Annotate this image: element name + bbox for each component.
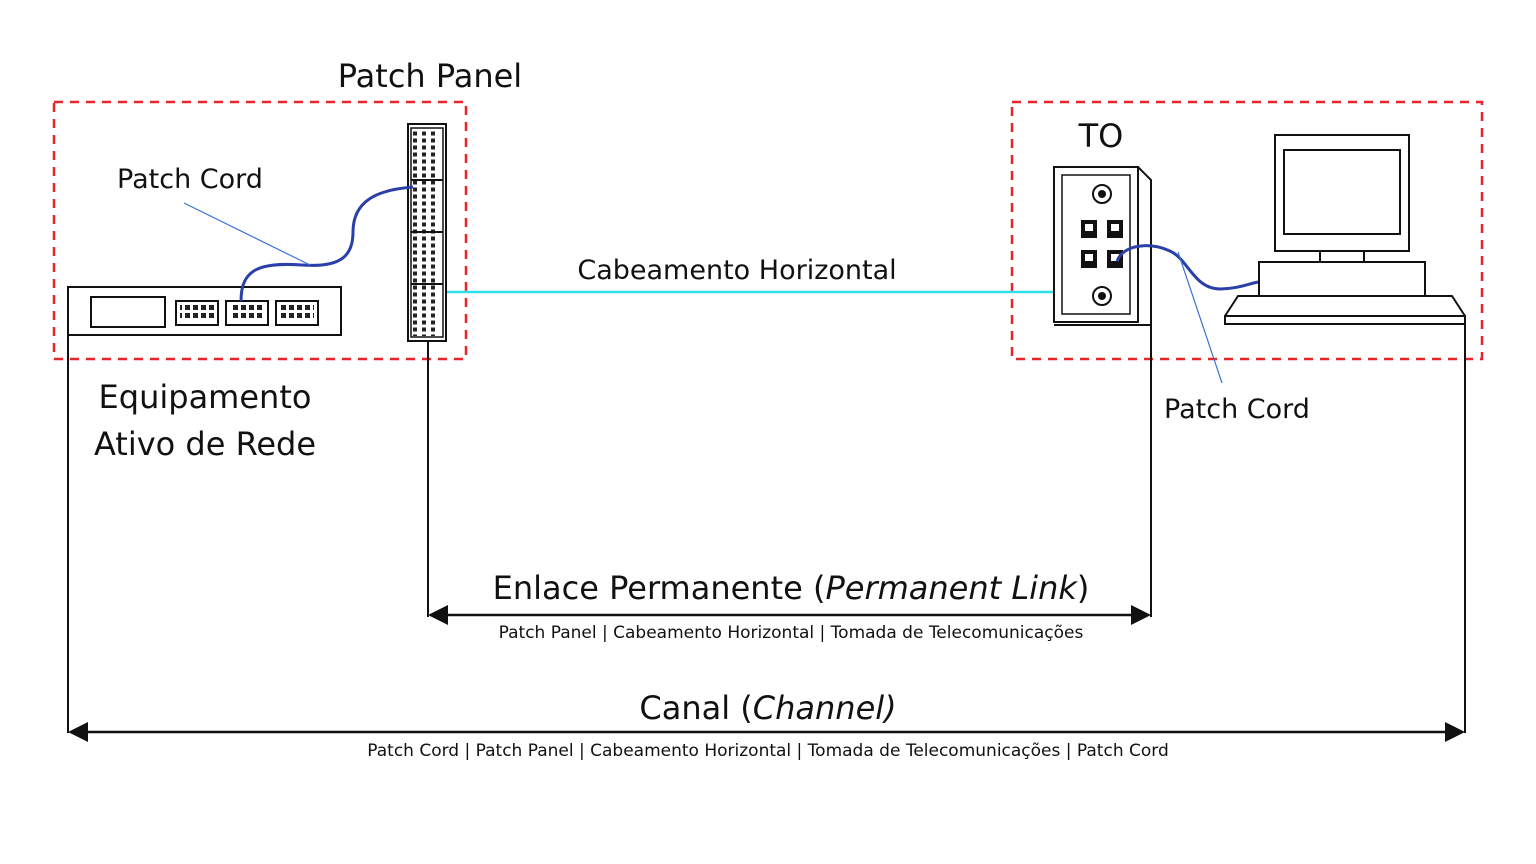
permanent-link-title-main: Enlace Permanente ( (493, 569, 826, 607)
channel-title-italic: Channel) (753, 689, 897, 727)
channel-components: Patch Cord | Patch Panel | Cabeamento Ho… (367, 741, 1169, 761)
switch-port-group (175, 300, 219, 326)
patch-panel-icon (407, 123, 447, 342)
equipment-label-line1: Equipamento (99, 378, 312, 416)
right-boundary-box (1010, 100, 1484, 361)
equipment-label-line2: Ativo de Rede (94, 425, 316, 463)
to-label: TO (1078, 117, 1124, 155)
patch-cord-right (1115, 244, 1259, 291)
channel-title: Canal (Channel) (639, 689, 896, 727)
permanent-link-title-italic: Permanent Link (825, 569, 1078, 607)
permanent-link-arrowhead-left (428, 605, 448, 625)
outlet-jack (1107, 250, 1123, 268)
switch-icon (67, 286, 342, 336)
patch-cord-left-leader (183, 202, 311, 266)
telecom-outlet-icon (1053, 166, 1152, 326)
outlet-jack (1107, 220, 1123, 238)
permanent-link-title-close: ) (1077, 569, 1089, 607)
horizontal-cabling-label: Cabeamento Horizontal (577, 255, 896, 286)
computer-icon (1224, 134, 1466, 325)
permanent-link-title: Enlace Permanente (Permanent Link) (493, 569, 1090, 607)
permanent-link-components: Patch Panel | Cabeamento Horizontal | To… (499, 623, 1084, 643)
patch-cord-left (239, 185, 414, 302)
outlet-jack (1081, 250, 1097, 268)
outlet-jack (1081, 220, 1097, 238)
permanent-link-arrowhead-right (1131, 605, 1151, 625)
patch-cord-right-label: Patch Cord (1164, 394, 1310, 425)
patch-panel-label: Patch Panel (338, 57, 522, 95)
switch-port-group (225, 300, 269, 326)
patch-cord-right-leader (1177, 251, 1223, 384)
patch-cord-left-label: Patch Cord (117, 164, 263, 195)
channel-title-main: Canal ( (639, 689, 752, 727)
channel-arrowhead-left (68, 722, 88, 742)
channel-arrowhead-right (1445, 722, 1465, 742)
switch-port-group (275, 300, 319, 326)
